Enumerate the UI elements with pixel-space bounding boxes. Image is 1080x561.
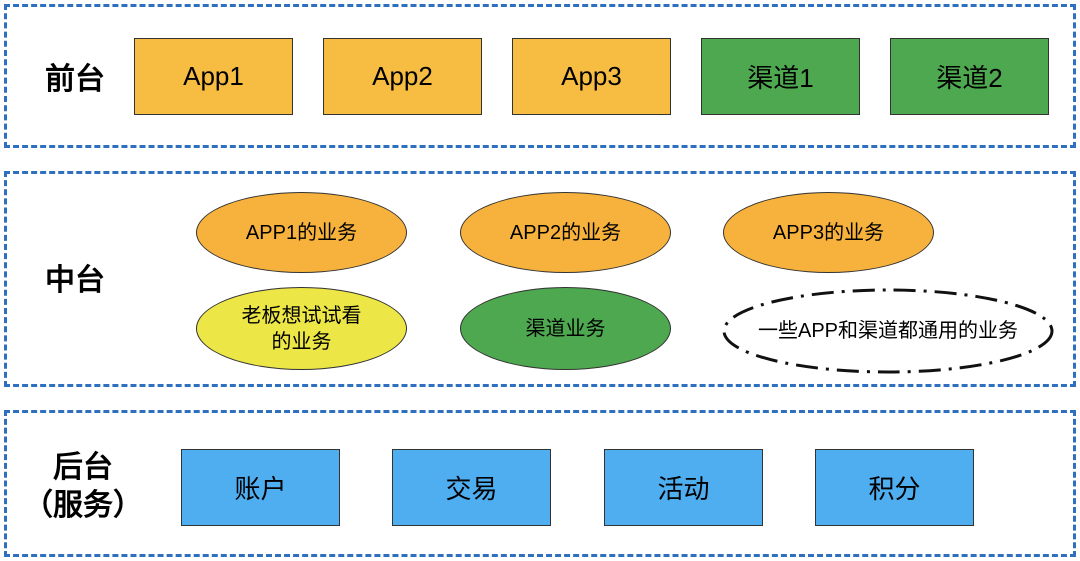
front-box-label: App3 (561, 61, 622, 91)
back-box-points: 积分 (815, 449, 974, 526)
back-box-activity: 活动 (604, 449, 763, 526)
service-app1: APP1的业务 (196, 192, 407, 273)
back-box-label: 积分 (868, 474, 921, 504)
front-box-channel1: 渠道1 (701, 38, 860, 115)
back-layer: 后台 （服务） 账户 交易 活动 积分 (4, 410, 1076, 557)
dash-dot-ellipse-outline (722, 288, 1054, 374)
back-box-label: 交易 (445, 474, 498, 504)
front-layer-label: 前台 (45, 62, 105, 97)
service-channel: 渠道业务 (460, 287, 671, 370)
service-boss-trial: 老板想试试看 的业务 (196, 287, 407, 370)
service-shared: 一些APP和渠道都通用的业务 (721, 287, 1055, 375)
back-box-label: 账户 (234, 474, 287, 504)
front-box-label: 渠道1 (747, 63, 814, 93)
back-box-account: 账户 (181, 449, 340, 526)
service-label: APP3的业务 (772, 221, 885, 244)
service-app3: APP3的业务 (723, 192, 934, 273)
front-box-app3: App3 (512, 38, 671, 115)
back-box-trade: 交易 (392, 449, 551, 526)
back-box-label: 活动 (657, 474, 710, 504)
front-box-label: App2 (372, 61, 433, 91)
front-box-label: 渠道2 (936, 63, 1003, 93)
service-label: APP2的业务 (509, 221, 622, 244)
service-label: 一些APP和渠道都通用的业务 (757, 320, 1019, 342)
front-box-label: App1 (183, 61, 244, 91)
middle-layer: 中台 APP1的业务 APP2的业务 APP3的业务 老板想试试看 的业务 渠道… (4, 171, 1076, 387)
service-label: 渠道业务 (525, 317, 606, 340)
middle-layer-label: 中台 (45, 263, 105, 298)
front-box-app1: App1 (134, 38, 293, 115)
front-layer: 前台 App1 App2 App3 渠道1 渠道2 (4, 4, 1076, 148)
back-layer-label: 后台 （服务） (23, 450, 143, 523)
service-app2: APP2的业务 (460, 192, 671, 273)
front-box-app2: App2 (323, 38, 482, 115)
service-label: APP1的业务 (245, 221, 358, 244)
front-box-channel2: 渠道2 (890, 38, 1049, 115)
service-label: 老板想试试看 的业务 (241, 304, 362, 353)
